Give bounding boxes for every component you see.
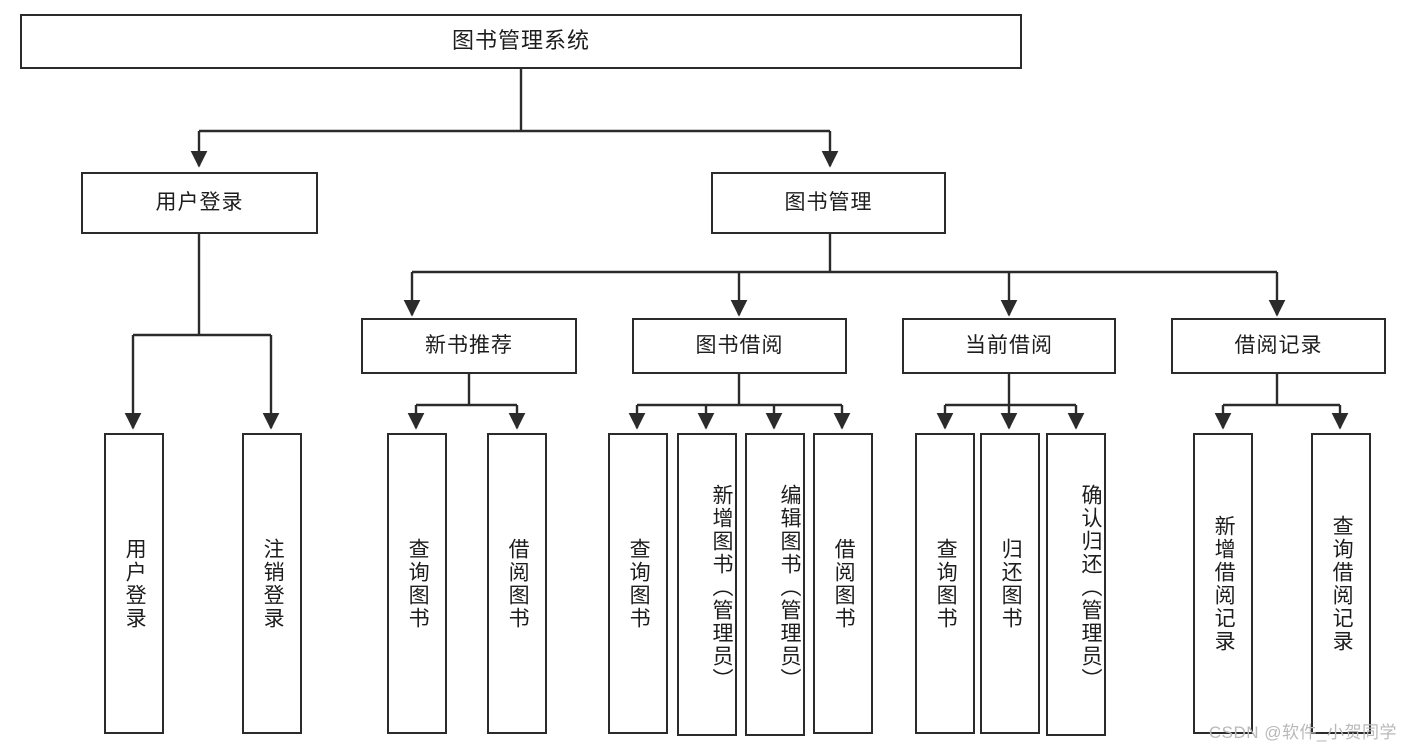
leaf-confirm-return-admin[interactable]: 确认归还（管理员）: [1046, 433, 1106, 736]
leaf-add-book-admin[interactable]: 新增图书（管理员）: [677, 433, 737, 736]
leaf-query-book-recommend[interactable]: 查询图书: [387, 433, 447, 734]
node-user-login[interactable]: 用户登录: [81, 172, 318, 234]
node-book-management[interactable]: 图书管理: [711, 172, 946, 234]
csdn-watermark: CSDN @软件_小贺同学: [1208, 723, 1397, 742]
leaf-borrow-book[interactable]: 借阅图书: [813, 433, 873, 734]
node-new-book-recommend[interactable]: 新书推荐: [361, 318, 577, 374]
leaf-user-logout[interactable]: 注销登录: [242, 433, 302, 734]
leaf-add-borrow-record[interactable]: 新增借阅记录: [1193, 433, 1253, 734]
leaf-edit-book-admin[interactable]: 编辑图书（管理员）: [745, 433, 805, 736]
leaf-return-book[interactable]: 归还图书: [980, 433, 1040, 734]
leaf-query-book-current[interactable]: 查询图书: [915, 433, 975, 734]
leaf-query-borrow-record[interactable]: 查询借阅记录: [1311, 433, 1371, 734]
node-book-borrow[interactable]: 图书借阅: [632, 318, 847, 374]
leaf-borrow-book-recommend[interactable]: 借阅图书: [487, 433, 547, 734]
leaf-query-book-borrow[interactable]: 查询图书: [608, 433, 668, 734]
node-root-system[interactable]: 图书管理系统: [20, 14, 1022, 69]
leaf-user-login[interactable]: 用户登录: [104, 433, 164, 734]
node-borrow-record[interactable]: 借阅记录: [1171, 318, 1386, 374]
node-current-borrow[interactable]: 当前借阅: [902, 318, 1116, 374]
